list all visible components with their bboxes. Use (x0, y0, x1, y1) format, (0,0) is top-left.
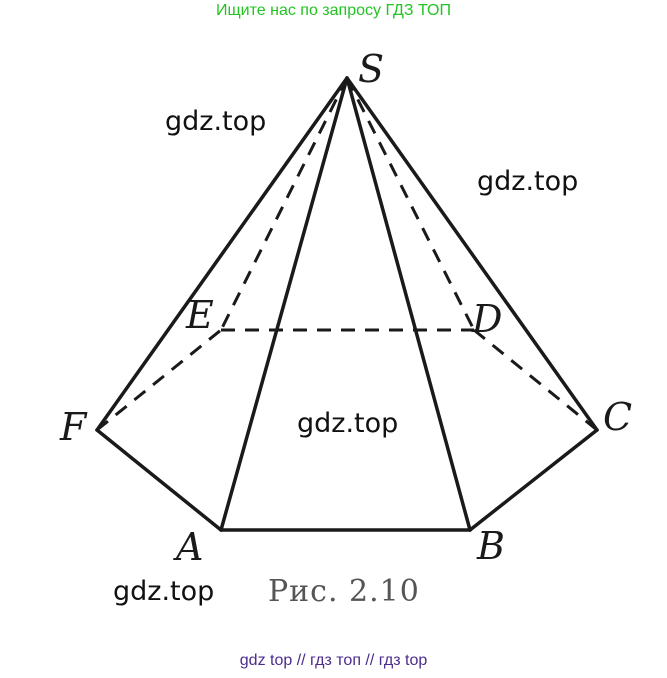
watermark-bottom-left: gdz.top (113, 576, 215, 607)
vertex-label-b: B (476, 524, 505, 568)
footer-links[interactable]: gdz top // гдз топ // гдз top (239, 652, 428, 669)
edge-dc (473, 328, 598, 432)
vertex-label-c: C (603, 395, 632, 439)
top-banner[interactable]: Ищите нас по запросу ГДЗ ТОП (216, 2, 451, 19)
vertex-label-e: E (185, 293, 214, 337)
edge-sa (219, 76, 349, 532)
edge-sf (95, 76, 349, 432)
vertex-label-a: A (173, 525, 203, 569)
edge-fe (96, 328, 222, 432)
vertex-label-s: S (358, 47, 384, 91)
edge-fa (95, 428, 223, 532)
watermark-center: gdz.top (297, 408, 399, 439)
watermark-top-right: gdz.top (477, 166, 579, 197)
vertex-label-d: D (471, 297, 502, 341)
edge-bc (468, 428, 599, 532)
edge-sc (345, 76, 599, 432)
watermark-top-left: gdz.top (165, 106, 267, 137)
figure-caption: Рис. 2.10 (268, 574, 420, 609)
edge-sb (345, 76, 472, 532)
vertex-label-f: F (59, 405, 88, 449)
edge-sd (345, 77, 476, 331)
